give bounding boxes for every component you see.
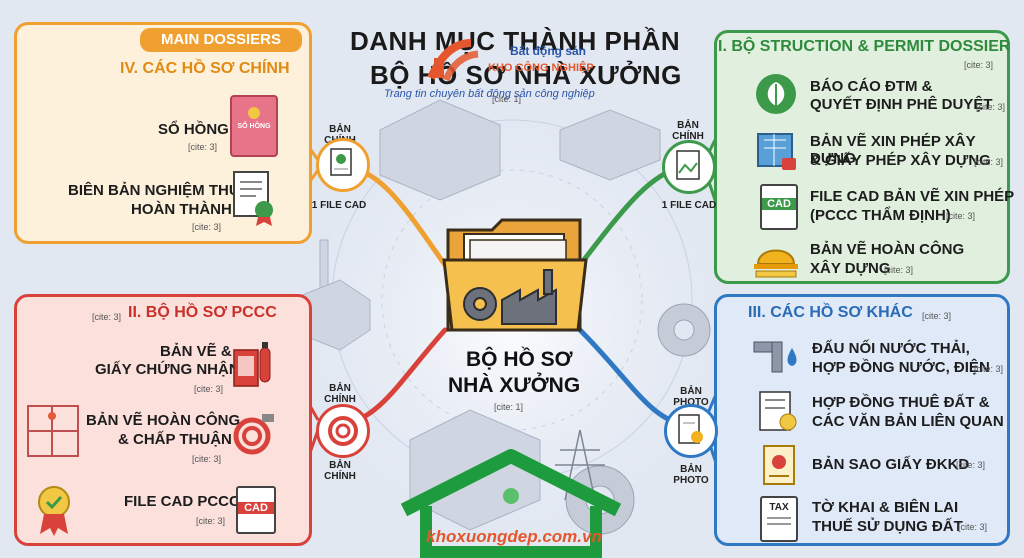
dtm-line1: BÁO CÁO ĐTM & [810,78,933,95]
bien-ban-nghiem-thu-line2: HOÀN THÀNH [131,201,232,218]
file-cad-pccc-cite: [cite: 3] [196,516,226,526]
cad-drawing-label: CAD [762,198,796,210]
page-title-line1: DANH MỤC THÀNH PHẦN [350,26,681,56]
contract-signature-icon [759,391,797,431]
hop-dong-thue-dat-line1: HỢP ĐỒNG THUÊ ĐẤT & [812,394,990,411]
others-connector-bottom-label: BẢN PHOTO [673,464,709,486]
so-hong-label: SỔ HỒNG [158,121,229,138]
certificate-document-icon [233,171,273,226]
blueprint-stamp-icon [757,133,796,170]
brand-bottom-text: KHO CÔNG NGHIỆP [488,62,594,74]
dau-noi-line1: ĐẤU NỐI NƯỚC THẢI, [812,340,970,357]
picture-document-icon [676,150,700,180]
xin-phep-line2: & GIẤY PHÉP XÂY DỰNG [810,152,991,169]
hard-hat-ruler-icon [754,249,798,278]
cad-file-label: CAD [238,502,274,514]
center-title-line1: BỘ HỒ SƠ [466,348,573,371]
pccc-heading-cite: [cite: 3] [92,312,122,322]
pccc-ban-ve-line2: GIẤY CHỨNG NHẬN [95,361,240,378]
construction-connector-node [662,140,716,194]
construction-connector-top-label: BẢN CHÍNH [672,120,704,142]
dtm-line2: QUYẾT ĐỊNH PHÊ DUYỆT [810,96,993,113]
fire-hose-icon [233,414,274,455]
file-cad-xin-phep-line2: (PCCC THẨM ĐỊNH) [810,207,951,224]
eco-leaf-icon [756,74,796,114]
pccc-ban-ve-cite: [cite: 3] [194,384,224,394]
bien-ban-cite: [cite: 3] [192,222,222,232]
file-cad-pccc-label: FILE CAD PCCC [124,493,240,510]
pccc-heading: II. BỘ HỒ SƠ PCCC [128,304,277,321]
so-hong-book-label: SỔ HỒNG [237,123,271,130]
file-cad-xin-phep-line1: FILE CAD BẢN VẼ XIN PHÉP [810,188,1015,205]
document-key-icon [678,414,703,444]
main-connector-bottom-label: 1 FILE CAD [311,200,367,211]
xin-phep-line1: BẢN VẼ XIN PHÉP XÂY DỰNG [810,133,976,168]
hoan-cong-xay-dung-line2: XÂY DỰNG [810,260,891,277]
website-watermark: khoxuongdep.com.vn [426,527,602,546]
cad-drawing-icon: CAD [760,184,798,230]
pccc-connector-node [316,404,370,458]
center-title-line2: NHÀ XƯỞNG [448,374,581,397]
hose-reel-icon [328,416,358,446]
ban-sao-dkkd-cite: [cite: 3] [956,460,986,470]
so-hong-cite: [cite: 3] [188,142,218,152]
business-license-icon [763,445,795,485]
pccc-hoan-cong-cite: [cite: 3] [192,454,222,464]
water-pipe-icon [753,341,797,373]
to-khai-cite: [cite: 3] [958,522,988,532]
dau-noi-cite: [cite: 3] [974,364,1004,374]
brand-logo-icon [427,39,479,82]
to-khai-line2: THUẾ SỬ DỤNG ĐẤT [812,518,963,535]
folder-factory-icon [442,218,588,332]
certified-document-icon [330,148,352,176]
page-title-line2: BỘ HỒ SƠ NHÀ XƯỞNG [370,60,682,90]
cad-file-icon: CAD [236,486,276,534]
others-connector-top-label: BẢN PHOTO [673,386,709,408]
xin-phep-cite: [cite: 3] [974,157,1004,167]
dtm-cite: [cite: 3] [976,102,1006,112]
tax-receipt-label: TAX [769,502,789,513]
main-dossiers-banner: MAIN DOSSIERS [140,28,302,52]
bien-ban-nghiem-thu-line1: BIÊN BẢN NGHIỆM THU [68,182,240,199]
construction-heading: I. BỘ STRUCTION & PERMIT DOSSIER [718,38,1011,55]
center-cite: [cite: 1] [494,402,524,412]
file-cad-xin-phep-cite: [cite: 3] [946,211,976,221]
fire-extinguisher-icon [233,342,271,387]
dau-noi-line2: HỢP ĐỒNG NƯỚC, ĐIỆN [812,359,990,376]
fire-alarm-diagram-icon [27,405,79,457]
to-khai-line1: TỜ KHAI & BIÊN LAI [812,499,959,516]
construction-heading-cite: [cite: 3] [964,60,994,70]
hoan-cong-xay-dung-cite: [cite: 3] [884,265,914,275]
pccc-hoan-cong-line2: & CHẤP THUẬN [118,431,232,448]
tax-receipt-icon: TAX [760,496,798,542]
ban-sao-dkkd-label: BẢN SAO GIẤY ĐKKD [812,456,970,473]
others-heading: III. CÁC HỒ SƠ KHÁC [748,304,913,321]
brand-tagline: Trang tin chuyên bất động sản công nghiệ… [384,88,595,100]
others-heading-cite: [cite: 3] [922,311,952,321]
pccc-connector-bottom-label: BẢN CHÍNH [324,460,356,482]
hop-dong-thue-dat-line2: CÁC VĂN BẢN LIÊN QUAN [812,413,1004,430]
others-connector-node [664,404,718,458]
construction-connector-bottom-label: 1 FILE CAD [661,200,717,211]
main-dossiers-heading: IV. CÁC HỒ SƠ CHÍNH [120,60,290,77]
award-badge-icon [38,486,70,536]
so-hong-book-icon: SỔ HỒNG [230,95,278,157]
pccc-ban-ve-line1: BẢN VẼ & [160,343,232,360]
title-cite: [cite: 1] [492,94,522,104]
main-connector-node [316,138,370,192]
pccc-connector-top-label: BẢN CHÍNH [324,383,356,405]
brand-top-text: Bất động sản [510,44,587,58]
pccc-hoan-cong-line1: BẢN VẼ HOÀN CÔNG [86,412,241,429]
house-logo-icon [400,449,622,558]
hoan-cong-xay-dung-line1: BẢN VẼ HOÀN CÔNG [810,241,965,258]
